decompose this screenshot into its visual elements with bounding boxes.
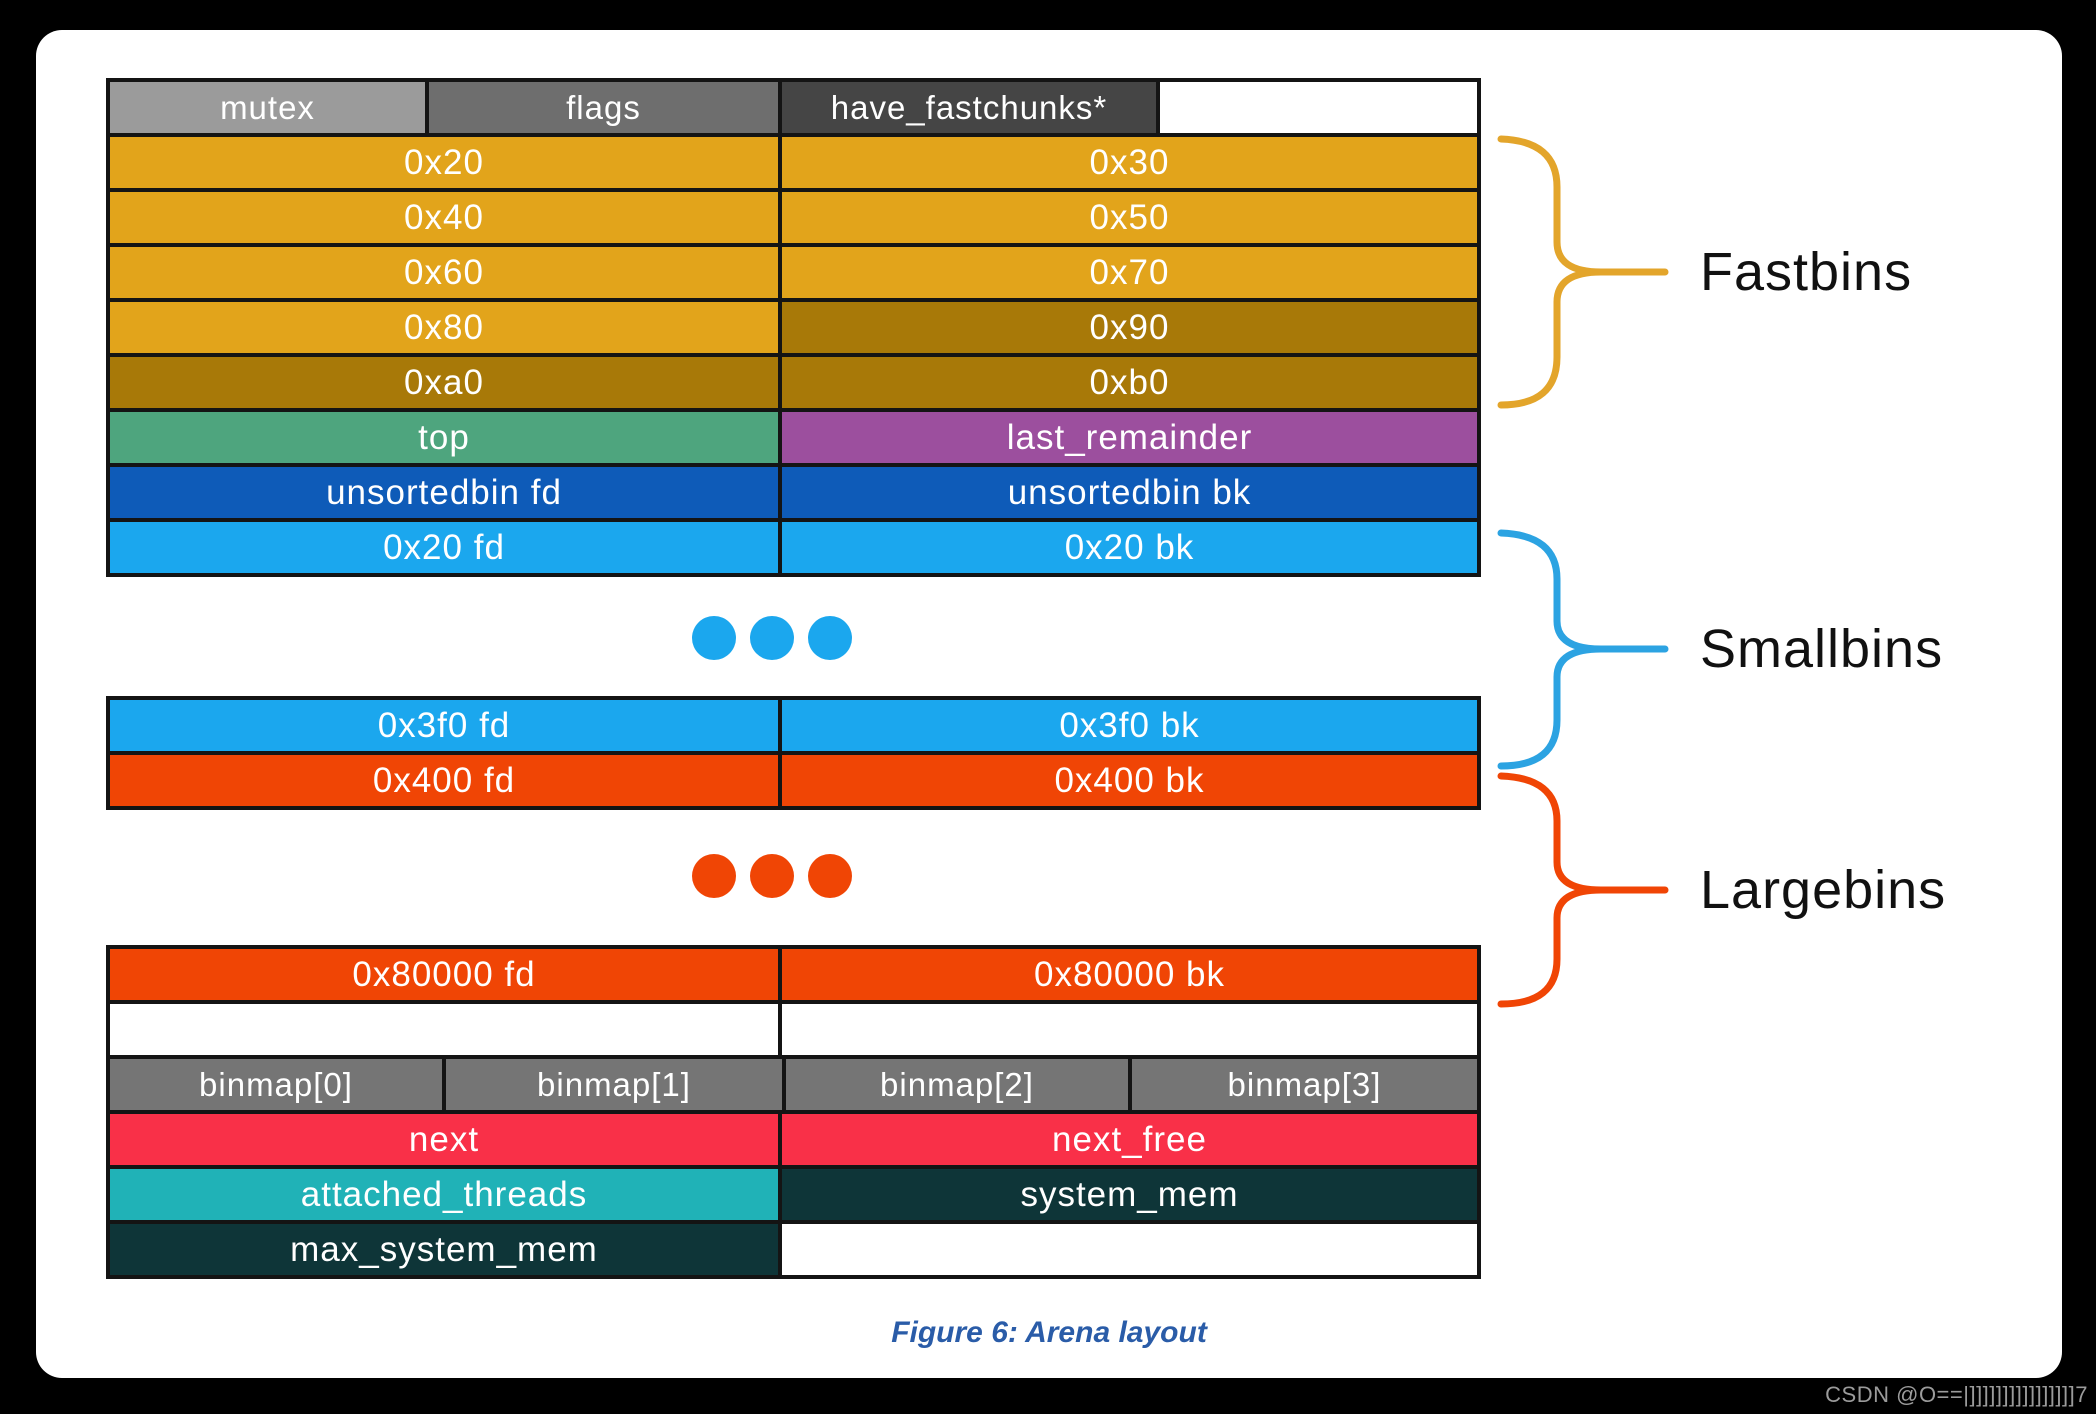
largebins-ellipsis-dot [808, 854, 852, 898]
table-cell: 0x80 [110, 302, 778, 353]
table-cell-empty [782, 1224, 1477, 1275]
table-cell: flags [429, 82, 778, 133]
table-row: max_system_mem [110, 1224, 1477, 1275]
table-cell: 0xa0 [110, 357, 778, 408]
table-cell: mutex [110, 82, 425, 133]
largebins-ellipsis-dot [692, 854, 736, 898]
table-cell: next [110, 1114, 778, 1165]
table-cell: 0x40 [110, 192, 778, 243]
largebins-label: Largebins [1700, 860, 1947, 920]
table-cell: last_remainder [782, 412, 1477, 463]
table-row: binmap[0]binmap[1]binmap[2]binmap[3] [110, 1059, 1477, 1110]
table-cell: binmap[3] [1132, 1059, 1477, 1110]
table-cell: 0x20 [110, 137, 778, 188]
largebins-brace-icon [1497, 772, 1669, 1008]
watermark-text: CSDN @O==|]]]]]]]]]]]]]]]]7 [1825, 1382, 2088, 1407]
table-cell: binmap[1] [446, 1059, 782, 1110]
table-cell-empty [110, 1004, 778, 1055]
smallbins-label: Smallbins [1700, 619, 1944, 679]
figure-caption: Figure 6: Arena layout [891, 1316, 1207, 1349]
table-cell: 0x60 [110, 247, 778, 298]
table-cell: binmap[2] [786, 1059, 1128, 1110]
table-cell: top [110, 412, 778, 463]
largebins-ellipsis-dot [750, 854, 794, 898]
table-cell: max_system_mem [110, 1224, 778, 1275]
table-cell: system_mem [782, 1169, 1477, 1220]
table-cell: attached_threads [110, 1169, 778, 1220]
table-cell: 0x20 fd [110, 522, 778, 573]
table-cell: 0x400 fd [110, 755, 778, 806]
smallbins-ellipsis-dot [692, 616, 736, 660]
smallbins-brace-icon [1497, 529, 1669, 770]
table-cell-empty [1160, 82, 1477, 133]
table-cell: 0x90 [782, 302, 1477, 353]
table-cell: 0x80000 fd [110, 949, 778, 1000]
table-cell: binmap[0] [110, 1059, 442, 1110]
table-cell: have_fastchunks* [782, 82, 1156, 133]
table-cell: 0x70 [782, 247, 1477, 298]
table-cell: unsortedbin fd [110, 467, 778, 518]
table-cell: 0x3f0 fd [110, 700, 778, 751]
fastbins-brace-icon [1497, 135, 1669, 409]
table-cell: 0x400 bk [782, 755, 1477, 806]
smallbins-ellipsis-dot [808, 616, 852, 660]
table-cell: 0x80000 bk [782, 949, 1477, 1000]
smallbins-ellipsis-dot [750, 616, 794, 660]
fastbins-label: Fastbins [1700, 242, 1913, 302]
table-row [110, 1004, 1477, 1055]
table-cell: unsortedbin bk [782, 467, 1477, 518]
table-cell: 0x30 [782, 137, 1477, 188]
table-cell: 0x3f0 bk [782, 700, 1477, 751]
table-cell: next_free [782, 1114, 1477, 1165]
table-cell: 0xb0 [782, 357, 1477, 408]
table-cell: 0x50 [782, 192, 1477, 243]
table-cell: 0x20 bk [782, 522, 1477, 573]
table-cell-empty [782, 1004, 1477, 1055]
